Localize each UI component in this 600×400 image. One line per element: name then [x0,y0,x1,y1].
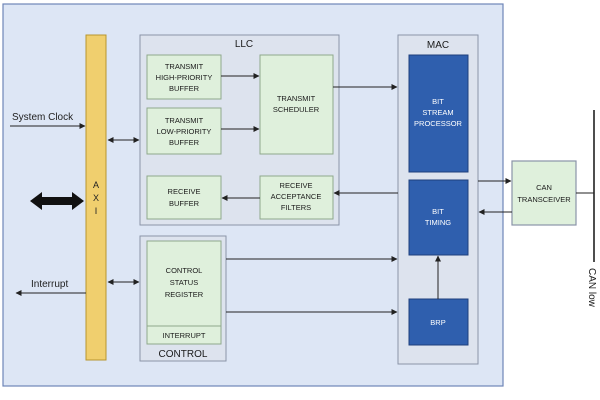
scheduler-line-1: TRANSMIT [277,94,316,103]
transmit-high-line-3: BUFFER [169,84,200,93]
interrupt-label: Interrupt [31,279,68,290]
transmit-low-line-1: TRANSMIT [165,116,204,125]
scheduler-line-2: SCHEDULER [273,105,320,114]
system-clock-label: System Clock [12,112,74,123]
bit-timing-line-1: BIT [432,207,444,216]
can-low-label: CAN low [586,268,597,308]
transmit-low-priority-buffer [146,107,222,155]
bit-timing [408,179,469,256]
axi-bar [85,34,107,361]
transceiver-line-2: TRANSCEIVER [517,195,571,204]
mac-title: MAC [427,40,449,51]
csr-line-2: STATUS [170,278,198,287]
transmit-scheduler [259,54,334,155]
bsp-line-2: STREAM [422,108,453,117]
receive-buffer-line-1: RECEIVE [168,187,201,196]
axi-letter-x: X [93,193,99,203]
interrupt-block-label: INTERRUPT [163,331,206,340]
csr-line-3: REGISTER [165,290,204,299]
interrupt-block [146,325,222,345]
bsp-line-3: PROCESSOR [414,119,463,128]
transmit-low-line-3: BUFFER [169,138,200,147]
transmit-high-line-2: HIGH-PRIORITY [156,73,213,82]
bit-timing-line-2: TIMING [425,218,451,227]
csr-line-1: CONTROL [166,266,203,275]
axi-letter-i: I [95,206,98,216]
bit-stream-processor [408,54,469,173]
transmit-high-priority-buffer [146,54,222,100]
acceptance-line-2: ACCEPTANCE [271,192,322,201]
brp-label: BRP [430,318,445,327]
transmit-low-line-2: LOW-PRIORITY [157,127,212,136]
acceptance-line-1: RECEIVE [280,181,313,190]
transmit-high-line-1: TRANSMIT [165,62,204,71]
data-bus-double-arrow [30,192,84,210]
transceiver-line-1: CAN [536,183,552,192]
axi-letter-a: A [93,180,99,190]
control-title: CONTROL [159,349,208,360]
receive-buffer [146,175,222,220]
acceptance-line-3: FILTERS [281,203,311,212]
receive-buffer-line-2: BUFFER [169,199,200,208]
control-status-register [146,240,222,327]
llc-title: LLC [235,39,253,50]
can-transceiver [511,160,577,226]
bsp-line-1: BIT [432,97,444,106]
